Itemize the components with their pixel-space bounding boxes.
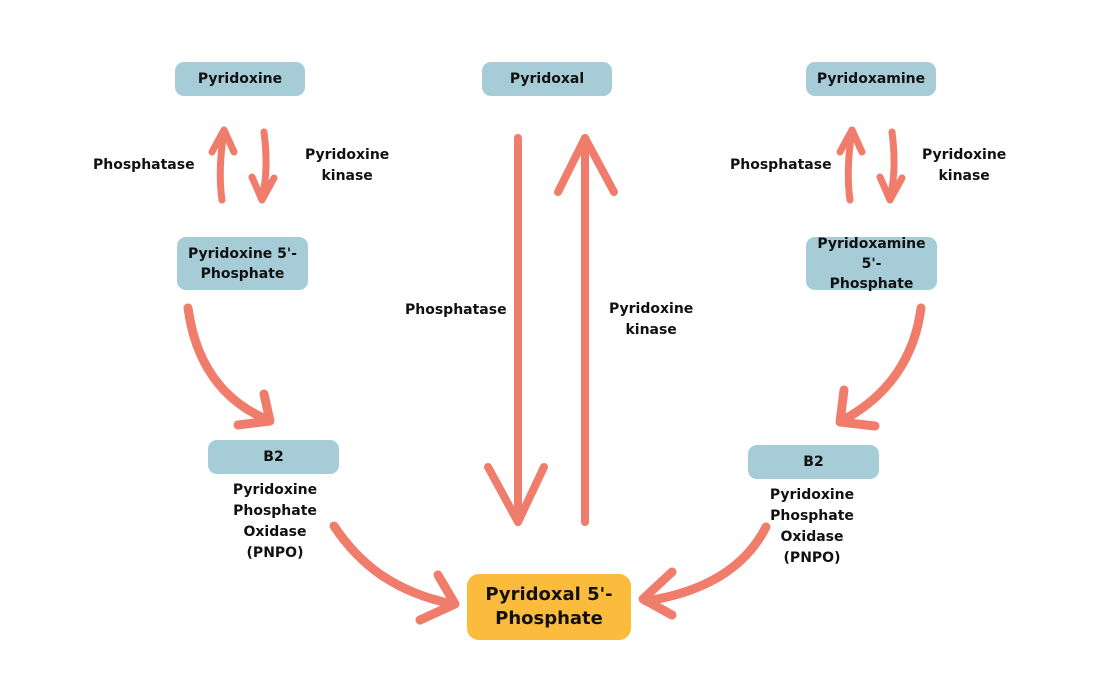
node-pyridoxal: Pyridoxal	[482, 62, 612, 96]
label-line: Phosphate	[233, 503, 317, 519]
node-pyridoxamine: Pyridoxamine	[806, 62, 936, 96]
node-pyridoxine-5-phosphate: Pyridoxine 5'- Phosphate	[177, 237, 308, 290]
arrow-left-to-final	[329, 521, 460, 625]
node-label-line: Phosphate	[495, 608, 603, 629]
node-pyridoxine: Pyridoxine	[175, 62, 305, 96]
node-pyridoxal-label: Pyridoxal	[509, 71, 585, 87]
arrow-right-to-final	[638, 522, 771, 620]
arrow-right-to-b2	[835, 303, 926, 431]
node-pyridoxal-5-phosphate: Pyridoxal 5'- Phosphate	[467, 574, 631, 640]
node-b2-right-label: B2	[803, 454, 824, 470]
node-label-line: Phosphate	[200, 265, 285, 282]
node-pyridoxamine-label: Pyridoxamine	[816, 71, 926, 87]
label-center-phosphatase: Phosphatase	[405, 302, 507, 318]
label-line: Pyridoxine	[232, 482, 318, 498]
arrow-center-phosphatase	[484, 134, 548, 526]
label-center-kinase: Pyridoxine kinase	[609, 299, 693, 341]
label-line: Pyridoxine	[305, 147, 390, 163]
arrow-right-phosphatase	[836, 126, 866, 204]
node-pyridoxamine-5-phosphate: Pyridoxamine 5'- Phosphate	[806, 235, 937, 292]
label-line: (PNPO)	[246, 545, 304, 561]
label-left-kinase: Pyridoxine kinase	[305, 145, 389, 187]
label-line: kinase	[625, 322, 677, 338]
arrow-center-kinase	[554, 134, 618, 526]
label-line: Pyridoxine	[922, 147, 1007, 163]
node-b2-right: B2	[748, 445, 879, 479]
node-label-line: Pyridoxal 5'-	[485, 584, 613, 605]
label-left-pnpo: Pyridoxine Phosphate Oxidase (PNPO)	[227, 480, 323, 564]
node-label-line: Phosphate	[829, 275, 914, 292]
label-line: (PNPO)	[783, 550, 841, 566]
arrow-left-phosphatase	[208, 126, 238, 204]
node-label-line: Pyridoxamine 5'-	[817, 235, 926, 272]
label-line: Oxidase	[780, 529, 844, 545]
node-b2-left: B2	[208, 440, 339, 474]
label-line: kinase	[321, 168, 373, 184]
label-line: Oxidase	[243, 524, 307, 540]
label-right-phosphatase: Phosphatase	[730, 157, 832, 173]
label-right-pnpo: Pyridoxine Phosphate Oxidase (PNPO)	[764, 485, 860, 569]
label-left-phosphatase: Phosphatase	[93, 157, 195, 173]
label-right-kinase: Pyridoxine kinase	[922, 145, 1006, 187]
arrow-left-to-b2	[183, 303, 275, 430]
label-line: Pyridoxine	[769, 487, 855, 503]
label-line: Phosphate	[770, 508, 854, 524]
node-pyridoxine-label: Pyridoxine	[197, 71, 283, 87]
node-label-line: Pyridoxine 5'-	[188, 245, 297, 262]
node-b2-left-label: B2	[263, 449, 284, 465]
arrow-left-kinase	[248, 128, 278, 204]
label-line: kinase	[938, 168, 990, 184]
arrow-right-kinase	[876, 128, 906, 204]
label-line: Pyridoxine	[609, 301, 694, 317]
